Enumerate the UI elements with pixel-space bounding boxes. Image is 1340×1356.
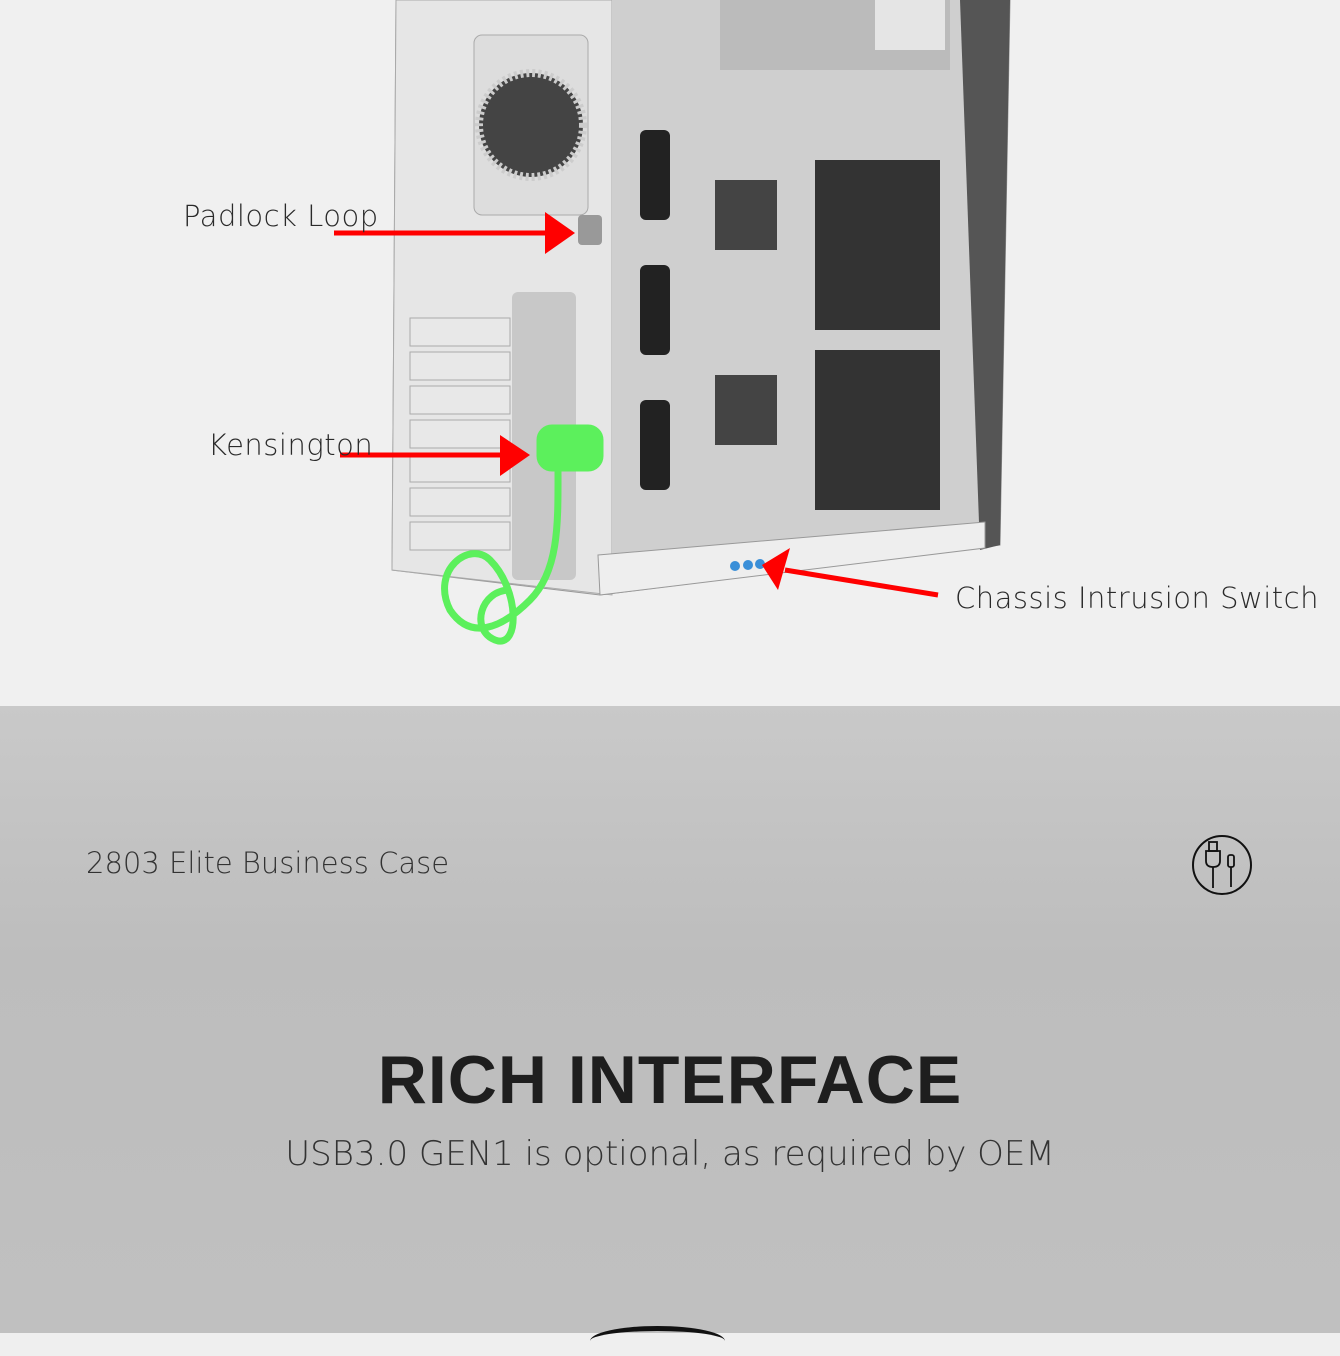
- callout-chassis-intrusion-switch: Chassis Intrusion Switch: [955, 581, 1319, 615]
- callout-padlock-loop: Padlock Loop: [183, 199, 379, 233]
- section-subheadline: USB3.0 GEN1 is optional, as required by …: [285, 1134, 1055, 1174]
- product-name: 2803 Elite Business Case: [86, 846, 450, 880]
- callout-arrows: [334, 212, 939, 598]
- usb-cable-icon: [1192, 835, 1252, 895]
- callout-kensington: Kensington: [208, 428, 374, 462]
- pc-case-illustration: [334, 0, 1011, 645]
- next-image-edge: [590, 1326, 725, 1356]
- kensington-lock: [441, 424, 604, 645]
- rich-interface-section: 2803 Elite Business Case RICH INTERFACE …: [0, 706, 1340, 1333]
- fan-grill: [479, 73, 583, 177]
- product-image-section: Padlock Loop Kensington Chassis Intrusio…: [183, 0, 1319, 645]
- section-headline: RICH INTERFACE: [377, 1042, 963, 1118]
